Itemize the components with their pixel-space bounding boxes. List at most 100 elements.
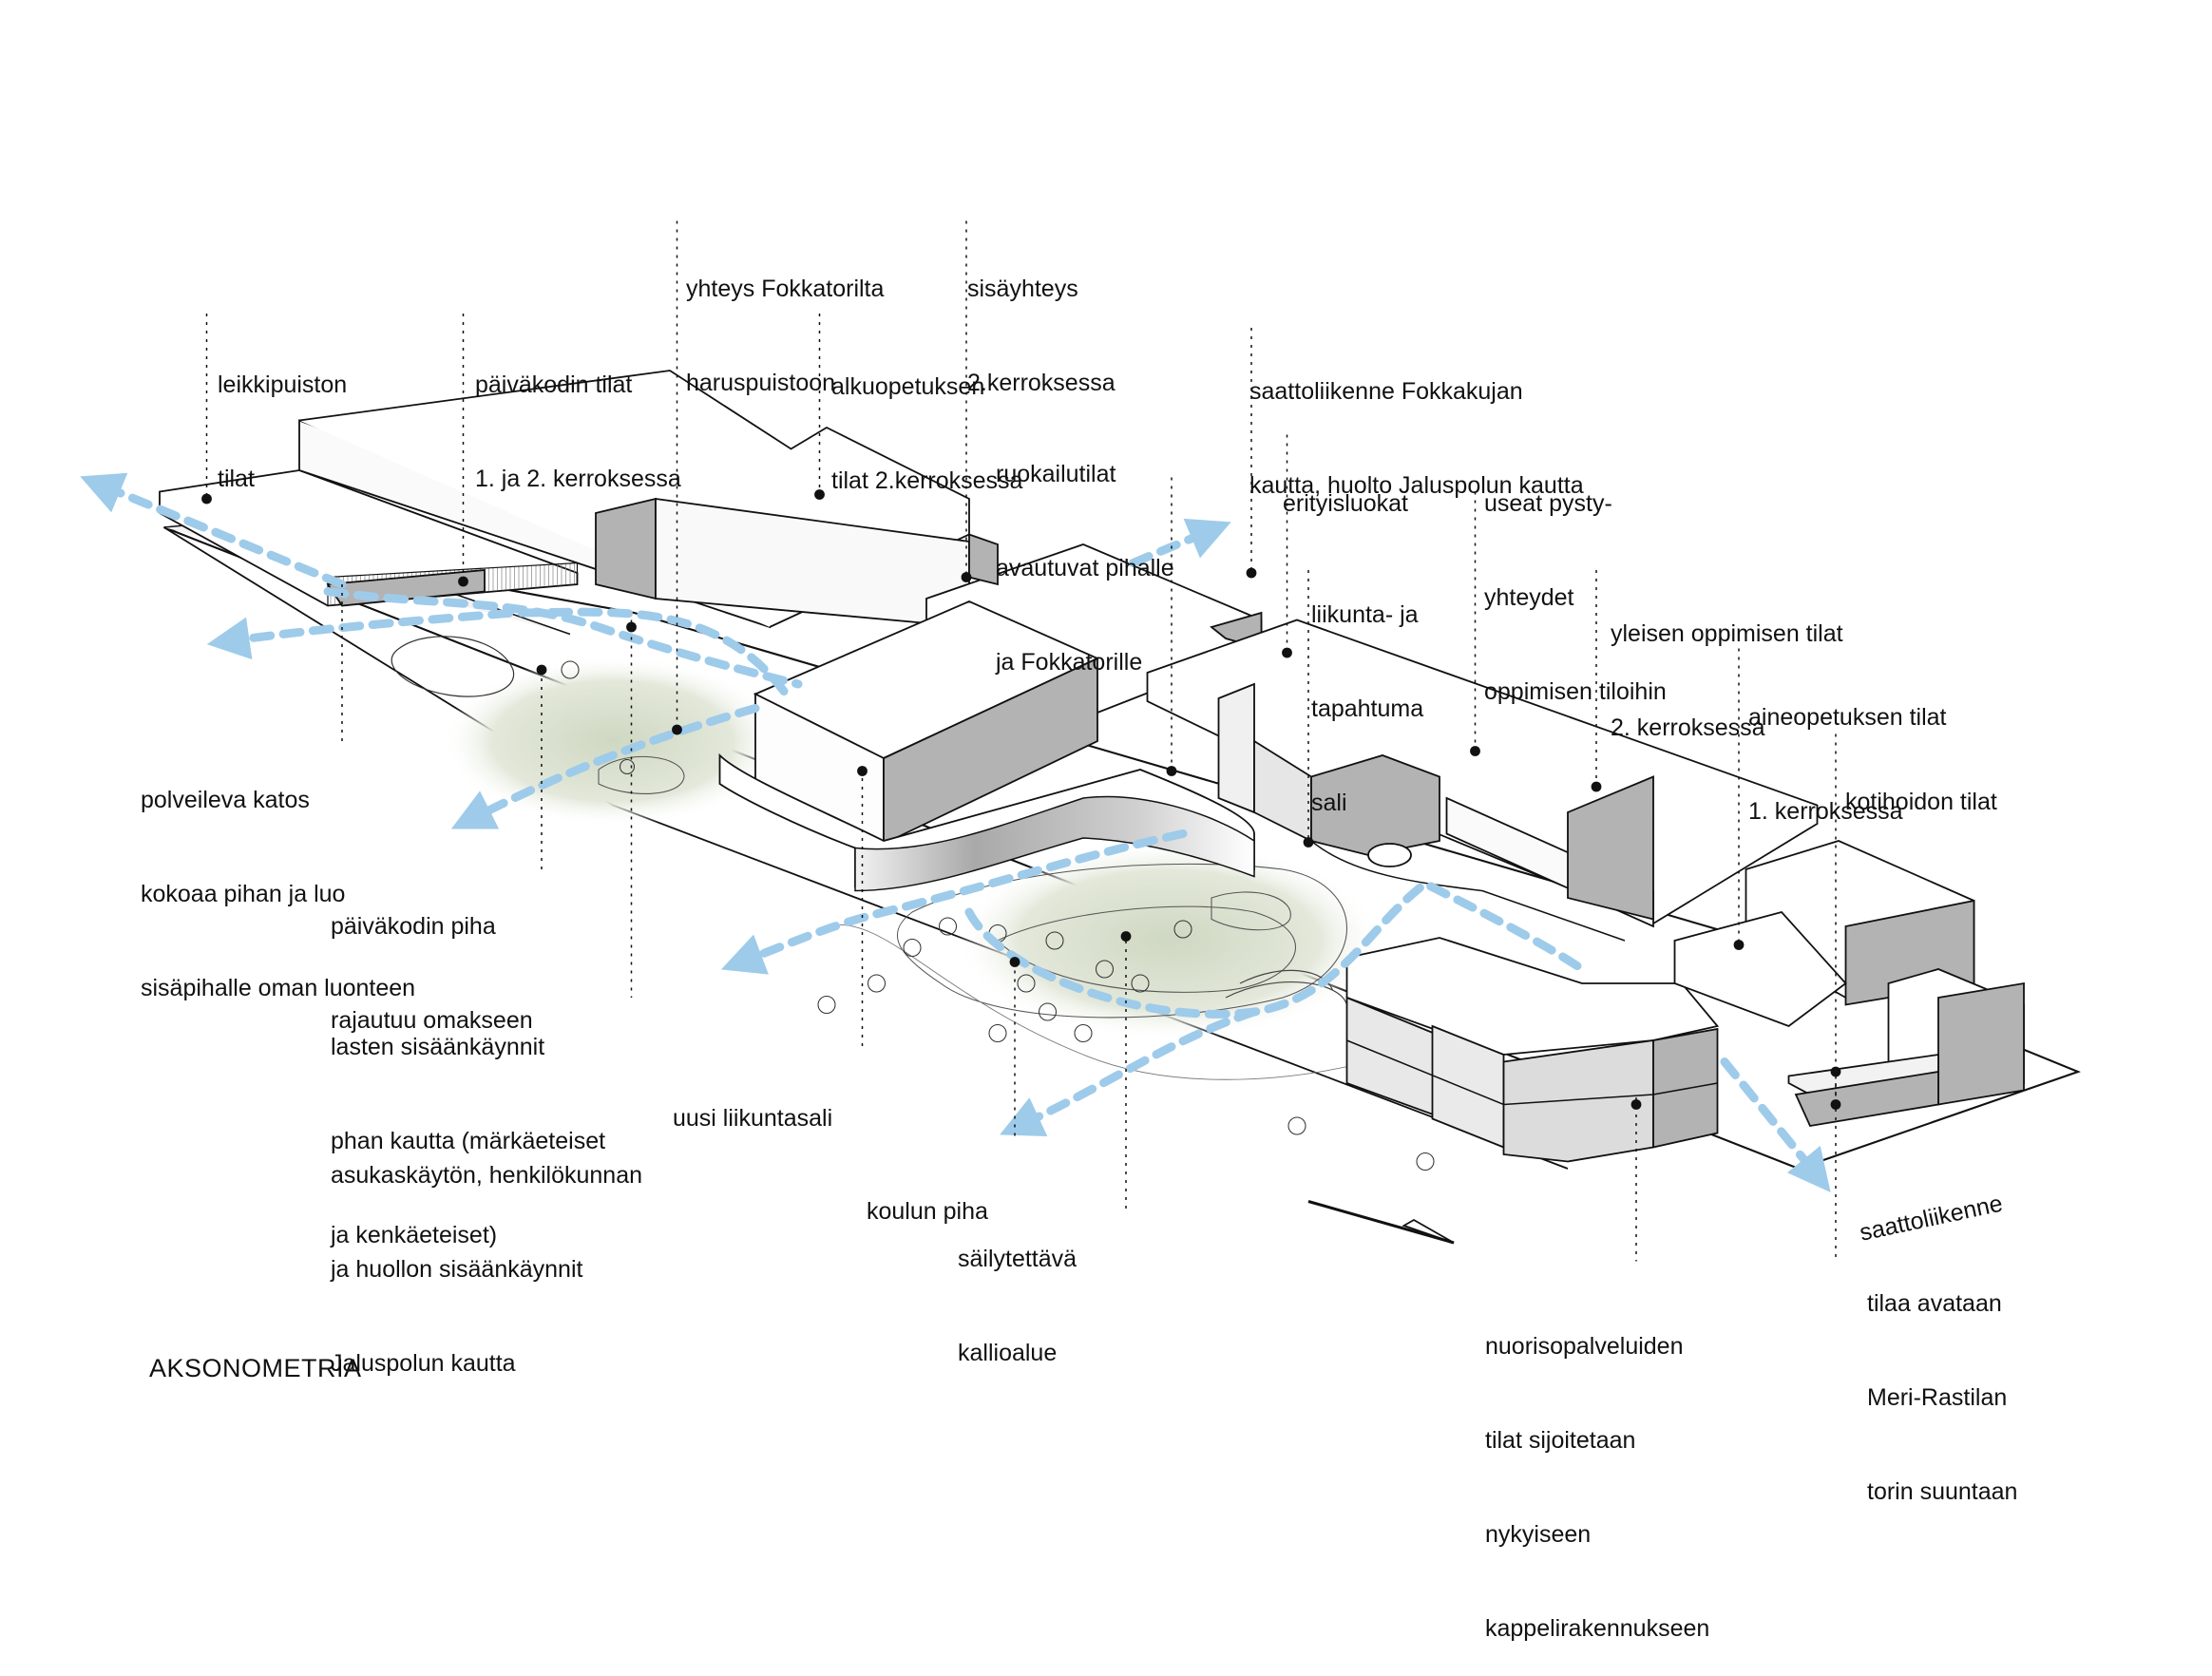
- leader-dot-icon: [458, 576, 468, 587]
- tree-symbols: [561, 660, 1435, 1171]
- building-chapel: [1345, 937, 1720, 1163]
- leader-dot-icon: [1246, 567, 1257, 579]
- building-gym-classrooms: [1146, 619, 1819, 942]
- label-line: Jaluspolun kautta: [331, 1350, 516, 1377]
- label-uusi-liikuntasali: uusi liikuntasali: [673, 1040, 832, 1166]
- label-alkuopetus: alkuopetuksen tilat 2.kerroksessa: [831, 309, 1022, 528]
- flow-arrow-canopy: [323, 587, 803, 689]
- building-daycare-wing: [159, 370, 970, 629]
- leader-dot-icon: [1630, 1099, 1642, 1110]
- flow-arrow-yard-west: [720, 829, 1188, 975]
- north-arrow-icon: [1307, 1200, 1455, 1245]
- leader-dot-icon: [626, 621, 637, 633]
- label-line: tilat sijoitetaan: [1485, 1427, 1636, 1454]
- label-line: useat pysty-: [1484, 490, 1612, 517]
- label-line: ja kenkäeteiset): [331, 1222, 498, 1248]
- flow-arrow-south: [1000, 1007, 1259, 1136]
- label-line: tilat 2.kerroksessa: [831, 467, 1023, 494]
- leader-dot-icon: [1470, 746, 1480, 756]
- leader-dot-icon: [1166, 766, 1177, 776]
- label-leikkipuisto: leikkipuiston tilat: [218, 307, 347, 526]
- leader-dot-icon: [1303, 837, 1314, 848]
- label-line: 2. kerroksessa: [1611, 714, 1765, 741]
- label-kallioalue: säilytettävä kallioalue: [958, 1181, 1077, 1400]
- label-paivakoti-tilat: päiväkodin tilat 1. ja 2. kerroksessa: [475, 307, 681, 526]
- label-line: tapahtuma: [1311, 695, 1424, 722]
- label-line: kotihoidon tilat: [1845, 789, 1997, 815]
- leader-dot-icon: [1830, 1099, 1841, 1110]
- building-central-blocks: [718, 533, 1263, 892]
- label-pystyyhteydet: useat pysty- yhteydet oppimisen tiloihin: [1484, 426, 1667, 739]
- label-line: päiväkodin piha: [331, 913, 496, 940]
- flow-arrow-southeast: [1720, 1057, 1831, 1192]
- label-kotihoito: kotihoidon tilat: [1845, 724, 1997, 849]
- leader-dot-icon: [961, 572, 972, 582]
- label-line: säilytettävä: [958, 1246, 1077, 1272]
- label-yhteys-fokkatori: yhteys Fokkatorilta haruspuistoon: [686, 211, 884, 430]
- label-line: sali: [1311, 790, 1347, 816]
- label-lasten-sisaankaynnit: lasten sisäänkäynnit phan kautta (märkäe…: [331, 969, 605, 1283]
- label-polveileva-katos: polveileva katos kokoaa pihan ja luo sis…: [141, 722, 415, 1036]
- label-line: oppimisen tiloihin: [1484, 678, 1667, 705]
- label-line: kautta, huolto Jaluspolun kautta: [1249, 472, 1584, 499]
- label-line: yhteys Fokkatorilta: [686, 276, 885, 302]
- leader-dots: [201, 489, 1841, 1110]
- label-line: päiväkodin tilat: [475, 371, 633, 398]
- leader-dot-icon: [672, 724, 682, 735]
- label-koulun-piha: koulun piha: [867, 1133, 988, 1259]
- label-line: haruspuistoon: [686, 370, 836, 396]
- label-line: 2.kerroksessa: [967, 370, 1116, 396]
- flow-arrow-west: [206, 607, 789, 695]
- label-line: kokoaa pihan ja luo: [141, 881, 346, 907]
- label-line: aineopetuksen tilat: [1748, 704, 1947, 731]
- leader-dot-icon: [1830, 1066, 1841, 1077]
- label-line: sisäpihalle oman luonteen: [141, 975, 416, 1001]
- label-line: phan kautta (märkäeteiset: [331, 1128, 606, 1154]
- label-erityisluokat: erityisluokat: [1283, 426, 1408, 551]
- label-ruokailu: ruokailutilat avautuvat pihalle ja Fokka…: [996, 396, 1174, 710]
- label-aineopetus: aineopetuksen tilat 1. kerroksessa: [1748, 639, 1946, 859]
- label-line: avautuvat pihalle: [996, 555, 1174, 581]
- leader-dot-icon: [1733, 940, 1745, 950]
- leader-dot-icon: [536, 664, 547, 676]
- flow-arrow-northwest: [80, 472, 347, 589]
- label-line: tilat: [218, 466, 255, 492]
- leader-lines: [205, 220, 1837, 1262]
- drawing-title: AKSONOMETRIA: [149, 1354, 362, 1382]
- label-paivakoti-piha: päiväkodin piha rajautuu omakseen: [331, 848, 533, 1068]
- leader-dot-icon: [857, 766, 868, 776]
- label-line: rajautuu omakseen: [331, 1007, 533, 1034]
- label-line: 1. ja 2. kerroksessa: [475, 466, 681, 492]
- label-line: lasten sisäänkäynnit: [331, 1034, 545, 1060]
- label-line: sisäyhteys: [967, 276, 1078, 302]
- leader-dot-icon: [814, 489, 825, 500]
- label-line: torin suuntaan: [1867, 1478, 2018, 1505]
- label-nuorisopalvelut: nuorisopalveluiden tilat sijoitetaan nyk…: [1485, 1268, 1709, 1676]
- flow-arrow-southwest: [450, 704, 760, 829]
- leader-dot-icon: [201, 493, 212, 505]
- label-asukaskaytto: asukaskäytön, henkilökunnan ja huollon s…: [331, 1097, 642, 1411]
- label-line: polveileva katos: [141, 787, 310, 813]
- label-line: nykyiseen: [1485, 1521, 1592, 1548]
- label-line: koulun piha: [867, 1198, 988, 1225]
- axonometric-drawing: [80, 220, 2081, 1262]
- label-line: leikkipuiston: [218, 371, 348, 398]
- label-line: saattoliikenne Fokkakujan: [1249, 378, 1523, 405]
- flow-arrow-yard-loop: [964, 878, 1587, 1019]
- label-line: nuorisopalveluiden: [1485, 1333, 1684, 1360]
- label-line: tilaa avataan: [1867, 1290, 2002, 1317]
- label-line: yleisen oppimisen tilat: [1611, 620, 1843, 647]
- label-sisayhteys: sisäyhteys 2.kerroksessa: [967, 211, 1116, 430]
- label-line: asukaskäytön, henkilökunnan: [331, 1162, 643, 1189]
- label-liikuntasali-tapahtuma: liikunta- ja tapahtuma sali: [1311, 537, 1423, 850]
- label-saattoliikenne-fokkakuja: saattoliikenne Fokkakujan kautta, huolto…: [1249, 314, 1584, 533]
- leader-dot-icon: [1282, 647, 1292, 658]
- label-line: kappelirakennukseen: [1485, 1615, 1710, 1642]
- label-line: liikunta- ja: [1311, 601, 1419, 628]
- label-line: Meri-Rastilan: [1867, 1384, 2008, 1411]
- building-east-wing: [1673, 840, 2025, 1128]
- label-line: yhteydet: [1484, 584, 1574, 611]
- label-line: erityisluokat: [1283, 490, 1408, 517]
- leader-dot-icon: [1009, 957, 1020, 967]
- label-line: 1. kerroksessa: [1748, 798, 1903, 825]
